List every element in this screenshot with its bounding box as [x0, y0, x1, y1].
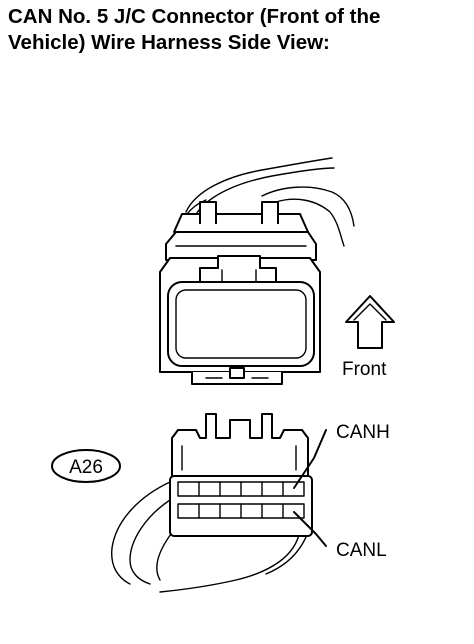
connector-harness-view: [111, 413, 327, 593]
rear-latch-right: [261, 201, 279, 224]
harness-wire-2: [129, 499, 171, 585]
harness-housing-top: [171, 413, 309, 483]
wire-4: [275, 198, 345, 247]
canh-leader-line: [293, 429, 327, 489]
housing-side-ribs: [181, 445, 297, 471]
wire-2: [195, 167, 335, 215]
mating-face-inner: [175, 289, 307, 359]
terminal-row-upper: [177, 481, 305, 497]
terminal-row-upper-cells: [198, 481, 284, 497]
arrow-inner-edge: [353, 303, 387, 321]
diagram-title: CAN No. 5 J/C Connector (Front of the Ve…: [8, 4, 468, 56]
rear-shell: [173, 213, 309, 233]
bottom-key: [229, 367, 245, 379]
mating-face-outer: [167, 281, 315, 367]
wire-3: [261, 186, 355, 227]
canl-label: CANL: [336, 540, 387, 561]
connector-code-label: A26: [69, 457, 103, 478]
rear-latch-left: [199, 201, 217, 224]
lock-latch: [199, 255, 277, 284]
wire-1: [185, 157, 333, 213]
harness-wire-1: [111, 481, 171, 585]
front-label: Front: [342, 359, 387, 380]
connector-side-view: [159, 157, 355, 385]
connector-code-oval: [51, 449, 121, 483]
terminal-row-lower: [177, 503, 305, 519]
title-line-1: CAN No. 5 J/C Connector (Front of the: [8, 5, 381, 28]
harness-wire-4: [159, 529, 301, 593]
canl-leader-line: [293, 511, 327, 547]
harness-wire-3: [156, 529, 175, 581]
canh-label: CANH: [336, 422, 390, 443]
terminal-row-lower-cells: [198, 503, 284, 519]
front-direction-arrow: [345, 295, 395, 349]
title-line-2: Vehicle) Wire Harness Side View:: [8, 31, 330, 54]
up-arrow-icon: [345, 295, 395, 349]
